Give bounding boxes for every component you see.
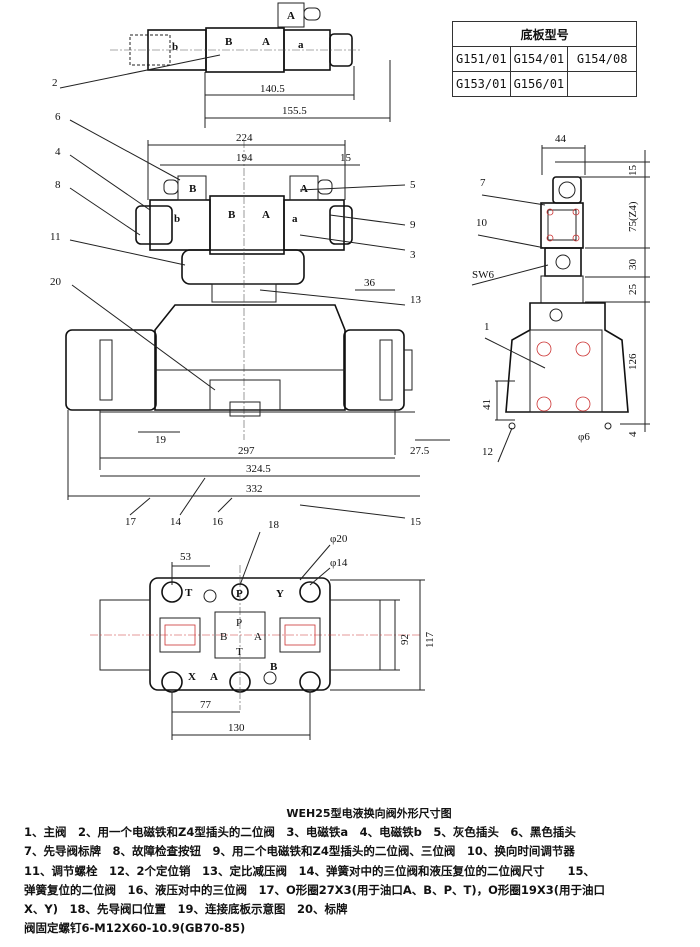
top-view: b B A a A 140.5 155.5 2 [52, 2, 391, 128]
callout-16: 16 [212, 516, 224, 528]
dim-117: 117 [424, 631, 436, 648]
table-header: 底板型号 [451, 21, 638, 47]
port-b-label: B [270, 661, 278, 673]
callout-8: 8 [55, 179, 61, 191]
dim-155-5: 155.5 [282, 105, 307, 117]
dim-140-5: 140.5 [260, 83, 285, 95]
callout-12: 12 [482, 446, 493, 458]
side-view: 44 15 75(Z4) 30 25 126 4 41 φ6 7 10 SW6 … [471, 133, 650, 463]
dim-126: 126 [627, 353, 639, 370]
dim-332: 332 [246, 483, 263, 495]
dim-27-5: 27.5 [410, 445, 430, 457]
dim-224: 224 [236, 132, 253, 144]
plan-view: T P Y X A B P T A B 53 φ20 φ14 92 117 77… [90, 519, 436, 740]
callout-2: 2 [52, 77, 58, 89]
dim-4: 4 [627, 431, 639, 437]
dim-297: 297 [238, 445, 255, 457]
port-b-label: B [228, 209, 236, 221]
dim-30: 30 [627, 259, 639, 271]
port-t-label: T [185, 587, 193, 599]
port-a-label: A [262, 36, 270, 48]
port-y-label: Y [276, 588, 284, 600]
solenoid-a-label: a [292, 213, 298, 225]
dim-77: 77 [200, 699, 212, 711]
port-b-center-label: B [220, 631, 227, 643]
dim-36: 36 [364, 277, 376, 289]
dim-phi-14: φ14 [330, 557, 348, 569]
callout-17: 17 [125, 516, 137, 528]
callout-7: 7 [480, 177, 486, 189]
solenoid-b-label: b [174, 213, 180, 225]
callout-18: 18 [268, 519, 280, 531]
legend-line: 阀固定螺钉6-M12X60-10.9(GB70-85) [24, 921, 246, 936]
port-p-label: P [236, 588, 243, 600]
dim-53: 53 [180, 551, 192, 563]
dim-92: 92 [399, 634, 411, 645]
dim-25: 25 [627, 284, 639, 296]
callout-20: 20 [50, 276, 62, 288]
port-b-label: B [225, 36, 233, 48]
legend-line: 1、主阀 2、用一个电磁铁和Z4型插头的二位阀 3、电磁铁a 4、电磁铁b 5、… [24, 825, 576, 840]
front-view: B A b B A a 224 194 15 36 19 297 [50, 111, 450, 528]
caption: WEH25型电液换向阀外形尺寸图 1、主阀 2、用一个电磁铁和Z4型插头的二位阀… [24, 804, 694, 938]
port-t-center-label: T [236, 646, 243, 658]
connector-a-label: A [300, 183, 308, 195]
dim-75-z4: 75(Z4) [627, 201, 639, 232]
callout-13: 13 [410, 294, 422, 306]
legend-line: 11、调节螺栓 12、2个定位销 13、定比减压阀 14、弹簧对中的三位阀和液压… [24, 863, 596, 878]
connector-label: A [287, 10, 295, 22]
callout-6: 6 [55, 111, 61, 123]
dim-phi-20: φ20 [330, 533, 348, 545]
port-a-center-label: A [254, 631, 262, 643]
dim-41: 41 [481, 399, 493, 410]
dim-324-5: 324.5 [246, 463, 271, 475]
subplate-model-table: 底板型号 G151/01 G154/01 G154/08 G153/01 G15… [451, 21, 638, 97]
callout-5: 5 [410, 179, 416, 191]
callout-14: 14 [170, 516, 182, 528]
port-a-label: A [210, 671, 218, 683]
dim-phi-6: φ6 [578, 431, 590, 443]
callout-9: 9 [410, 219, 416, 231]
legend-line: 弹簧复位的二位阀 16、液压对中的三位阀 17、O形圈27X3(用于油口A、B、… [24, 882, 606, 897]
dim-194: 194 [236, 152, 253, 164]
drawing-title: WEH25型电液换向阀外形尺寸图 [286, 807, 452, 820]
dim-15: 15 [340, 152, 352, 164]
legend-line: X、Y) 18、先导阀口位置 19、连接底板示意图 20、标牌 [24, 902, 348, 917]
port-x-label: X [188, 671, 196, 683]
callout-3: 3 [410, 249, 416, 261]
table-cell [567, 71, 638, 97]
drawing: b B A a A 140.5 155.5 2 B A b B A a [50, 2, 650, 740]
solenoid-a-label: a [298, 39, 304, 51]
dim-15-side: 15 [627, 165, 639, 177]
port-p-center-label: P [236, 617, 242, 629]
dim-44: 44 [555, 133, 567, 145]
dim-130: 130 [228, 722, 245, 734]
connector-b-label: B [189, 183, 197, 195]
dim-19: 19 [155, 434, 167, 446]
table-cell: G154/08 [567, 46, 638, 72]
callout-4: 4 [55, 146, 61, 158]
callout-sw6: SW6 [472, 269, 495, 281]
callout-10: 10 [476, 217, 488, 229]
solenoid-b-label: b [172, 41, 178, 53]
port-a-label: A [262, 209, 270, 221]
table-cell: G151/01 [452, 46, 511, 72]
callout-11: 11 [50, 231, 61, 243]
callout-15: 15 [410, 516, 422, 528]
legend-line: 7、先导阀标牌 8、故障检查按钮 9、用二个电磁铁和Z4型插头的二位阀、三位阀 … [24, 844, 575, 859]
callout-1: 1 [484, 321, 490, 333]
